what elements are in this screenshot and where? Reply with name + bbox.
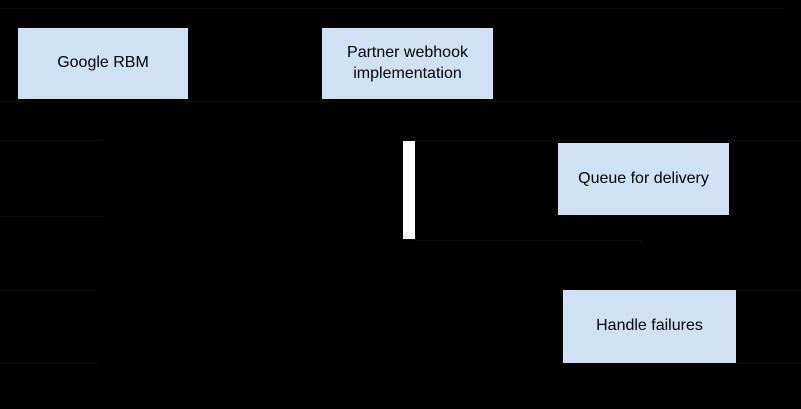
node-handle-failures: Handle failures xyxy=(563,290,736,363)
faint-rule-failures-bottom-right xyxy=(736,363,801,364)
faint-rule-top xyxy=(0,8,784,9)
faint-rule-failures-bottom-left xyxy=(0,363,97,364)
node-partner-webhook-implementation: Partner webhook implementation xyxy=(322,28,493,99)
node-handle-failures-label: Handle failures xyxy=(596,317,703,335)
node-google-rbm: Google RBM xyxy=(18,28,188,99)
node-queue-for-delivery-label: Queue for delivery xyxy=(578,169,709,187)
faint-rule-failures-top-right xyxy=(736,290,801,291)
faint-rule-queue-top-right xyxy=(415,140,801,141)
node-queue-for-delivery: Queue for delivery xyxy=(558,143,729,215)
node-partner-webhook-label: Partner webhook implementation xyxy=(347,43,468,82)
activation-bar xyxy=(403,141,415,239)
faint-rule-queue-bottom-left xyxy=(0,216,103,217)
faint-rule-failures-top-left xyxy=(0,290,97,291)
faint-rule-activation-bottom xyxy=(415,240,642,241)
faint-rule-queue-top-left xyxy=(0,140,103,141)
faint-rule-under-headers xyxy=(0,101,801,102)
node-google-rbm-label: Google RBM xyxy=(57,54,149,72)
